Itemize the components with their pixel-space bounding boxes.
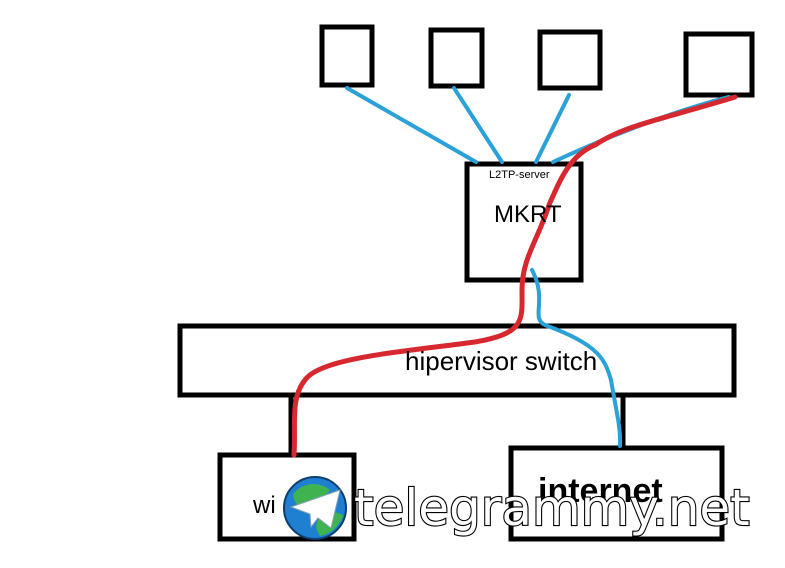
client-box-1 — [319, 24, 375, 88]
watermark-text: telegrammy.net — [354, 479, 750, 537]
switch-label: hipervisor switch — [405, 346, 597, 376]
router-label: MKRT — [494, 201, 562, 228]
internet-label: internet — [538, 472, 663, 510]
hypervisor-switch-box — [177, 323, 737, 398]
client-box-4 — [683, 31, 755, 98]
internet-box — [508, 445, 725, 542]
client-box-3 — [537, 29, 603, 91]
blue-link-client-2 — [452, 86, 504, 164]
watermark: telegrammy.net — [283, 476, 751, 540]
client-box-2 — [428, 27, 485, 89]
left-host-label: wi — [252, 492, 276, 519]
telegram-globe-icon — [283, 476, 347, 540]
blue-link-client-1 — [345, 86, 478, 164]
blue-link-router-to-internet — [530, 268, 623, 448]
blue-link-client-3 — [534, 93, 571, 164]
red-tunnel-line — [291, 94, 738, 458]
l2tp-server-label: L2TP-server — [489, 169, 550, 181]
